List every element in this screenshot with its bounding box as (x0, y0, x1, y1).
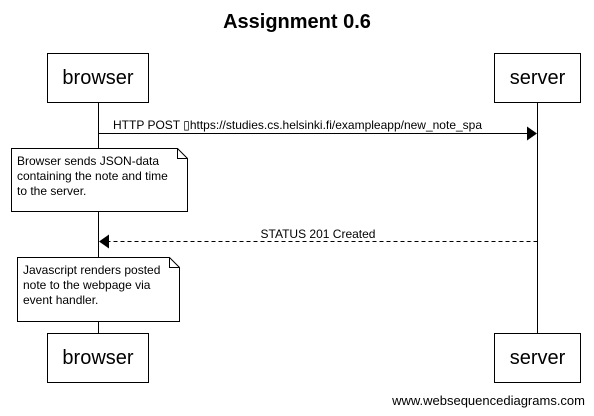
participant-label: browser (62, 346, 134, 369)
request-message-label: HTTP POST ▯https://studies.cs.helsinki.f… (113, 118, 483, 132)
participant-browser-bottom: browser (47, 333, 149, 383)
participant-label: server (509, 66, 566, 89)
participant-server-bottom: server (494, 333, 581, 383)
participant-server-top: server (494, 53, 581, 103)
watermark-link: www.websequencediagrams.com (392, 393, 585, 408)
participant-browser-top: browser (47, 53, 149, 103)
note-2-fold (169, 257, 180, 268)
request-arrowhead (527, 126, 537, 141)
diagram-title: Assignment 0.6 (223, 11, 371, 33)
response-arrowhead (99, 234, 109, 249)
note-2-text: Javascript renders posted note to the we… (23, 263, 161, 307)
lifeline-browser (98, 103, 99, 333)
participant-label: server (509, 346, 566, 369)
note-1-fold (177, 148, 188, 159)
lifeline-server (537, 103, 538, 333)
note-1-text: Browser sends JSON-data containing the n… (17, 154, 168, 198)
response-message-label: STATUS 201 Created (260, 227, 376, 241)
note-1-shape (11, 148, 188, 212)
participant-label: browser (62, 66, 134, 89)
note-2-shape (17, 257, 180, 322)
